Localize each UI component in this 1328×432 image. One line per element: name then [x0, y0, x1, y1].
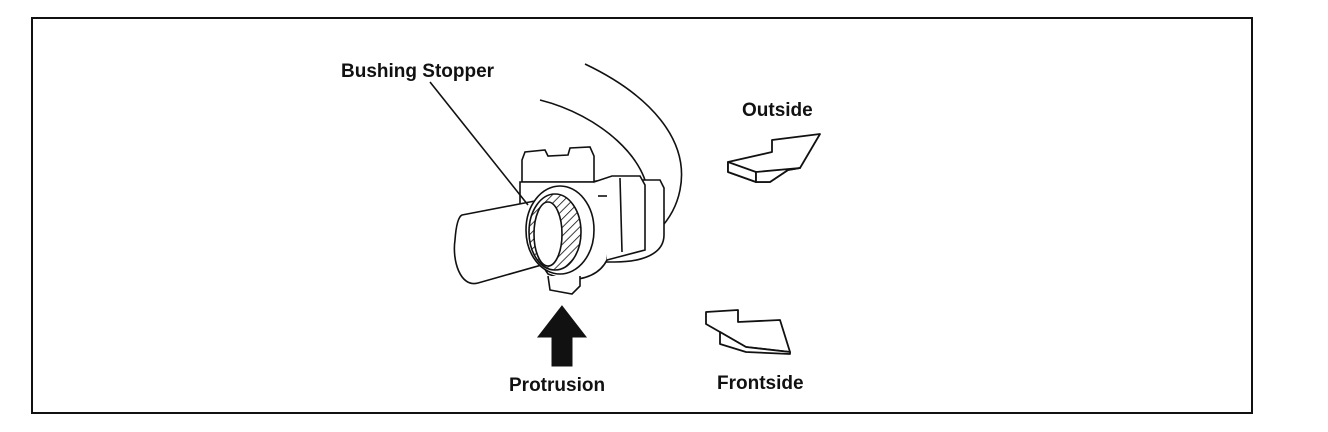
outside-label: Outside [742, 100, 813, 121]
bushing-stopper-label: Bushing Stopper [341, 61, 495, 82]
bushing-ring [525, 185, 595, 275]
protrusion-arrow [536, 305, 588, 367]
protrusion-label: Protrusion [509, 375, 605, 396]
frontside-arrow [705, 309, 791, 355]
bushing-stopper-leader [429, 81, 529, 206]
outside-arrow [727, 133, 821, 183]
diagram-frame [31, 17, 1253, 414]
frontside-label: Frontside [717, 373, 804, 394]
